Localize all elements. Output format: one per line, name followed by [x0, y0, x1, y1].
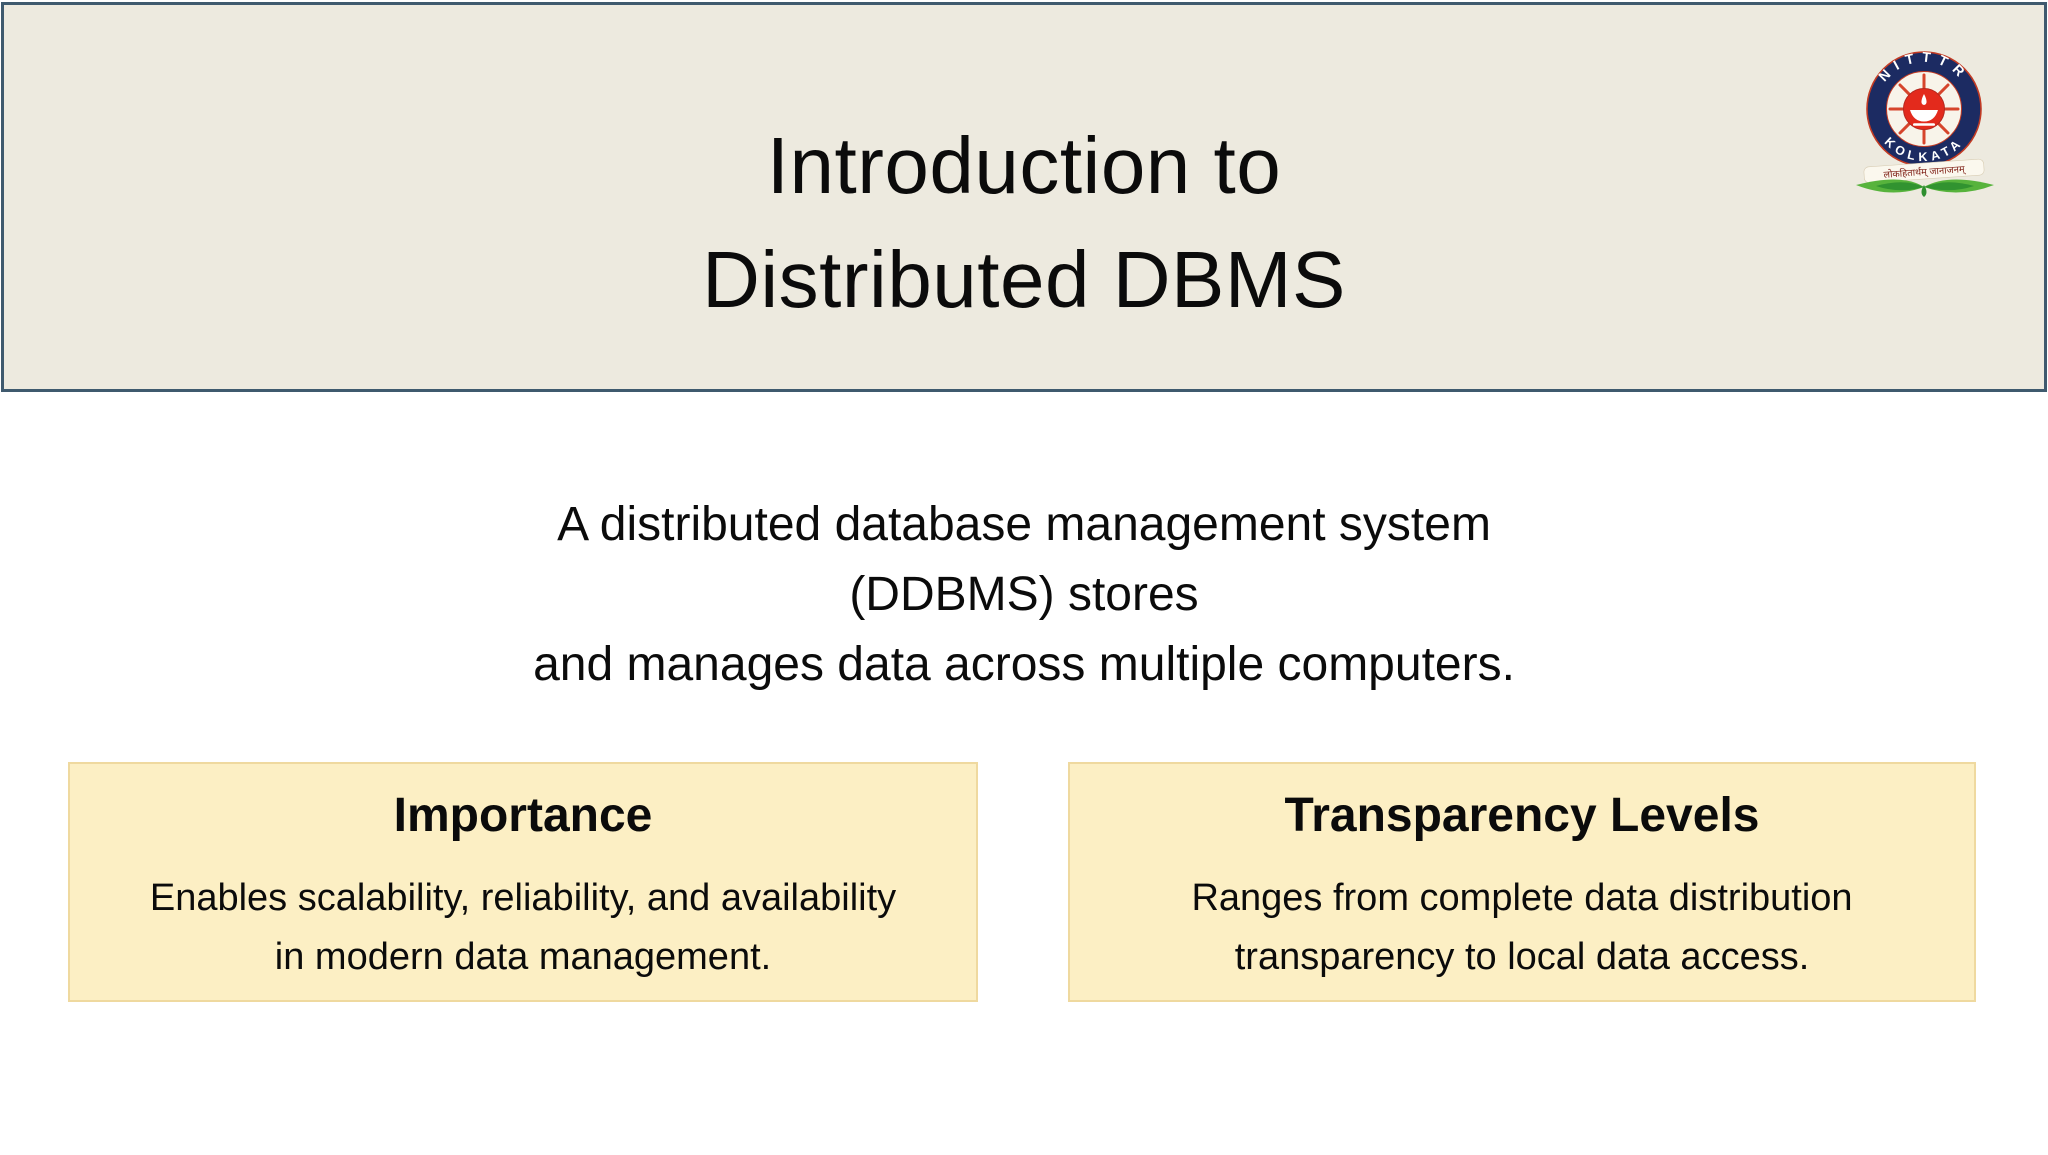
title-line-1: Introduction to	[766, 121, 1282, 210]
diya-lamp-icon	[1910, 94, 1938, 126]
transparency-line-2: transparency to local data access.	[1234, 936, 1810, 978]
importance-box: Importance Enables scalability, reliabil…	[68, 762, 978, 1002]
transparency-body: Ranges from complete data distribution t…	[1070, 869, 1974, 987]
intro-line-1: A distributed database management system	[557, 498, 1491, 551]
logo-leaves	[1856, 179, 1994, 197]
transparency-line-1: Ranges from complete data distribution	[1191, 877, 1853, 919]
intro-line-3: and manages data across multiple compute…	[533, 638, 1515, 691]
transparency-levels-box: Transparency Levels Ranges from complete…	[1068, 762, 1976, 1002]
intro-paragraph: A distributed database management system…	[0, 490, 2048, 700]
importance-line-1: Enables scalability, reliability, and av…	[149, 877, 897, 919]
importance-heading: Importance	[393, 789, 653, 842]
motto-text: लोकहितार्थम् जानाजनम्	[1883, 163, 1967, 181]
transparency-heading: Transparency Levels	[1284, 789, 1760, 842]
nitttr-logo-graphic: NITTTR KOLKATA लोकहितार्थम् जानाजनम्	[1856, 48, 1994, 197]
intro-line-2: (DDBMS) stores	[849, 568, 1199, 621]
motto-ribbon: लोकहितार्थम् जानाजनम्	[1863, 158, 1985, 184]
nitttr-kolkata-logo: NITTTR KOLKATA लोकहितार्थम् जानाजनम्	[1852, 47, 1998, 199]
slide-title: Introduction to Distributed DBMS	[4, 109, 2044, 337]
title-banner: Introduction to Distributed DBMS	[1, 2, 2047, 392]
logo-hub	[1903, 88, 1945, 130]
title-line-2: Distributed DBMS	[702, 235, 1346, 324]
importance-body: Enables scalability, reliability, and av…	[70, 869, 976, 987]
importance-line-2: in modern data management.	[274, 936, 772, 978]
